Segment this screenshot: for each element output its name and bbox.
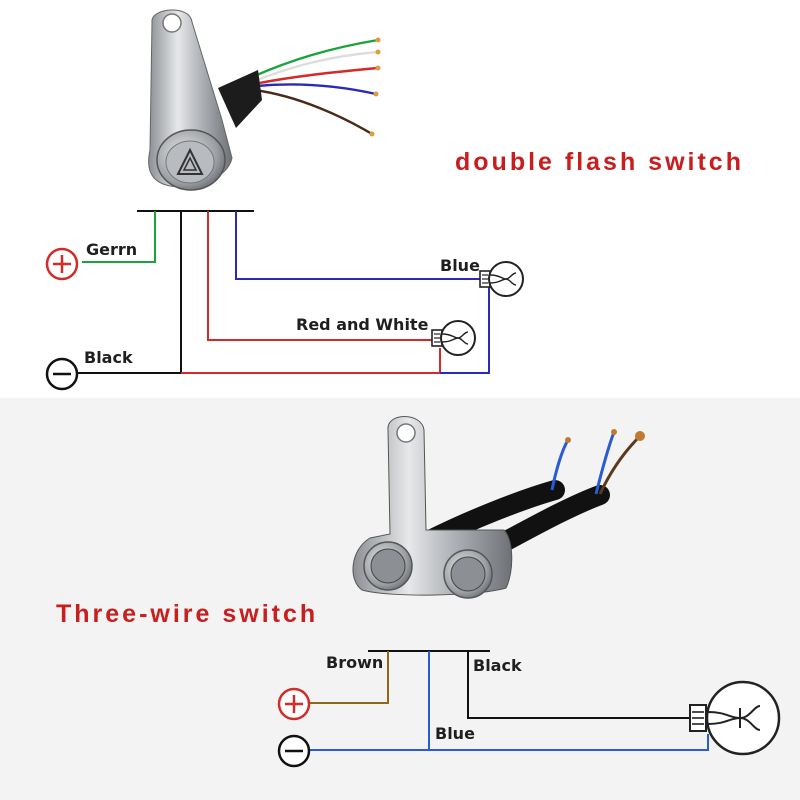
brown-wire (310, 651, 389, 704)
plus-circle-icon (277, 687, 311, 721)
label-blue-wire: Blue (440, 256, 480, 275)
label-black-wire: Black (84, 348, 133, 367)
plus-circle-icon (45, 247, 79, 281)
red-return-wire (181, 348, 441, 374)
top-wiring (78, 210, 490, 374)
label-red-white-wire: Red and White (296, 315, 429, 334)
red-white-wire (207, 211, 436, 341)
top-title: double flash switch (455, 148, 744, 176)
blue-return-wire (440, 287, 490, 374)
label-blue-wire-bottom: Blue (435, 724, 475, 743)
label-green-wire: Gerrn (86, 240, 138, 259)
label-black-wire-bottom: Black (473, 656, 522, 675)
dual-button-switch-photo (352, 416, 645, 599)
light-bulb-icon (431, 320, 476, 356)
black-wire-bottom (467, 651, 694, 719)
light-bulb-icon (479, 261, 524, 297)
blue-wire (235, 211, 484, 280)
hazard-switch-photo (148, 9, 381, 191)
minus-circle-icon (45, 357, 79, 391)
blue-return-wire-bottom (429, 734, 709, 751)
light-bulb-icon (689, 680, 781, 756)
bottom-title: Three-wire switch (56, 600, 319, 628)
bottom-wiring (310, 650, 709, 751)
label-brown-wire: Brown (326, 653, 384, 672)
minus-circle-icon (277, 734, 311, 768)
green-wire (82, 211, 156, 263)
